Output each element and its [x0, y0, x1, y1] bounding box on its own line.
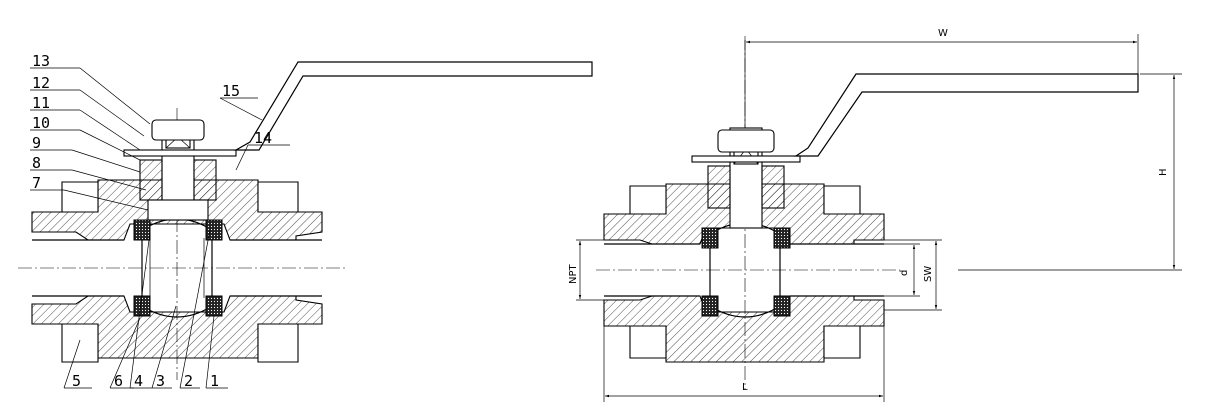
dimension-label-wrench: SW [923, 266, 934, 282]
left-hex-nut-upper-left [61, 181, 99, 213]
callout-10: 10 [32, 114, 50, 132]
callout-2: 2 [184, 372, 193, 390]
callout-11: 11 [32, 94, 50, 112]
callout-6: 6 [114, 372, 123, 390]
callout-8: 8 [32, 154, 41, 172]
left-seat-lower-right [205, 295, 223, 317]
left-leader-lines [30, 67, 290, 389]
right-gland-nut [717, 129, 775, 153]
right-dimensioned-view: W H L NPT d SW [568, 28, 1182, 402]
callout-15: 15 [222, 82, 240, 100]
right-hex-nut-lower-left [629, 325, 667, 359]
right-handle [794, 73, 1139, 157]
dimension-label-width: W [938, 28, 948, 39]
left-hex-nut-upper-right [257, 181, 299, 213]
callout-7: 7 [32, 174, 41, 192]
left-sectional-view: 13 12 11 10 9 8 7 15 14 5 6 4 3 2 1 [18, 52, 593, 390]
dimension-label-height: H [1158, 168, 1169, 176]
right-seat-upper-left [701, 227, 719, 249]
callout-13: 13 [32, 52, 50, 70]
right-seat-upper-right [773, 227, 791, 249]
right-hex-nut-lower-right [823, 325, 861, 359]
callout-9: 9 [32, 134, 41, 152]
callout-1: 1 [210, 372, 219, 390]
left-hex-nut-lower-left [61, 323, 99, 363]
left-handle [233, 61, 593, 151]
right-stop-plate [691, 155, 801, 163]
callout-14: 14 [254, 129, 272, 147]
callout-3: 3 [156, 372, 165, 390]
left-part-callouts: 13 12 11 10 9 8 7 15 14 5 6 4 3 2 1 [32, 52, 272, 390]
right-seat-lower-left [701, 295, 719, 317]
dimension-label-thread: NPT [568, 263, 579, 284]
right-seat-lower-right [773, 295, 791, 317]
callout-12: 12 [32, 74, 50, 92]
right-hex-nut-upper-right [823, 185, 861, 215]
dimension-label-bore: d [899, 270, 910, 276]
left-hex-nut-lower-right [257, 323, 299, 363]
callout-4: 4 [134, 372, 143, 390]
left-gland-nut [151, 119, 205, 141]
left-stop-plate [123, 149, 237, 157]
dimension-label-length: L [742, 382, 748, 393]
left-seat-upper-left [133, 219, 151, 241]
left-seat-upper-right [205, 219, 223, 241]
right-hex-nut-upper-left [629, 185, 667, 215]
callout-5: 5 [72, 372, 81, 390]
left-seat-lower-left [133, 295, 151, 317]
